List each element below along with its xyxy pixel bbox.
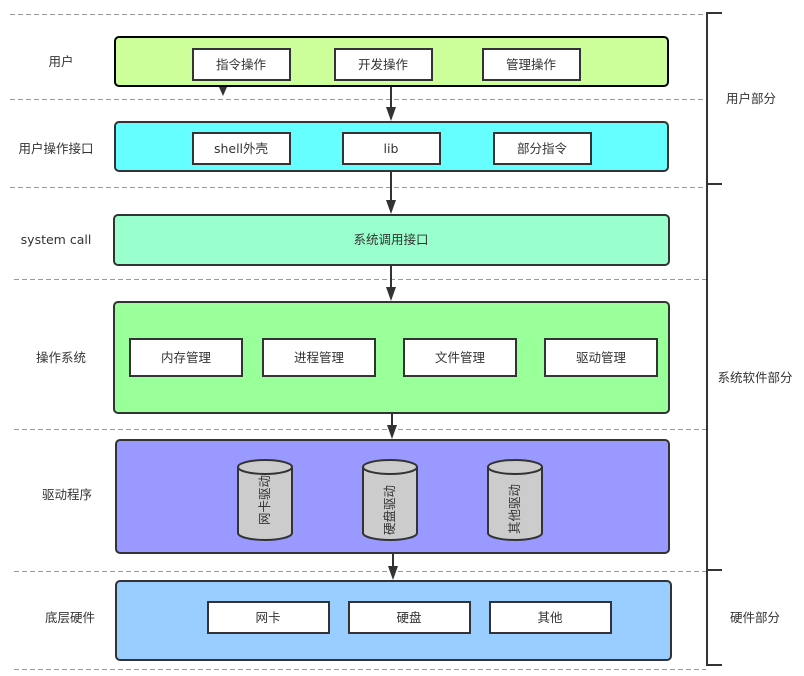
layer-label-hardware: 底层硬件 xyxy=(45,610,95,625)
layer-label-drivers: 驱动程序 xyxy=(42,487,92,502)
arrow-user-to-interface xyxy=(386,86,396,121)
node-label: 开发操作 xyxy=(358,57,409,72)
node-dev-ops[interactable]: 开发操作 xyxy=(334,48,433,81)
node-box xyxy=(262,338,376,377)
arrow-drivers-to-hardware xyxy=(388,553,398,580)
arrow-head xyxy=(388,566,398,580)
node-label: 硬盘驱动 xyxy=(382,485,397,535)
cylinder-top xyxy=(362,459,418,475)
node-box xyxy=(348,601,471,634)
cylinder-body xyxy=(487,467,543,541)
arrow-head xyxy=(387,425,397,439)
layer-panel xyxy=(113,301,670,414)
arrow-os-to-drivers xyxy=(387,413,397,439)
layer-hardware: 网卡 硬盘 其他 xyxy=(115,580,672,661)
node-box xyxy=(493,132,592,165)
layer-label-user-interface: 用户操作接口 xyxy=(18,141,93,156)
node-file-mgmt[interactable]: 文件管理 xyxy=(403,338,517,377)
node-partial-commands[interactable]: 部分指令 xyxy=(493,132,592,165)
group-label-hardware: 硬件部分 xyxy=(730,610,780,625)
node-label: 其他 xyxy=(537,610,563,625)
layer-user: 指令操作 开发操作 管理操作 xyxy=(114,36,669,87)
node-nic[interactable]: 网卡 xyxy=(207,601,330,634)
cylinder-top xyxy=(237,459,293,475)
node-label: 文件管理 xyxy=(435,350,486,365)
node-other-driver[interactable]: 其他驱动 xyxy=(487,459,543,541)
node-label: 网卡驱动 xyxy=(257,475,272,525)
layer-os: 内存管理 进程管理 文件管理 驱动管理 xyxy=(113,301,670,414)
node-other[interactable]: 其他 xyxy=(489,601,612,634)
layer-system-call[interactable]: 系统调用接口 xyxy=(113,214,670,266)
node-label: 指令操作 xyxy=(216,57,267,72)
arrows xyxy=(219,86,398,580)
node-admin-ops[interactable]: 管理操作 xyxy=(482,48,581,81)
node-label: 进程管理 xyxy=(294,350,345,365)
node-label: 管理操作 xyxy=(506,57,557,72)
node-label: 其他驱动 xyxy=(507,484,522,534)
layer-label-os: 操作系统 xyxy=(36,350,86,365)
node-label: 网卡 xyxy=(255,610,280,625)
node-label: 内存管理 xyxy=(161,350,212,365)
node-lib[interactable]: lib xyxy=(342,132,441,165)
arrow-syscall-to-os xyxy=(386,265,396,301)
group-label-system-software: 系统软件部分 xyxy=(717,370,792,385)
node-box xyxy=(334,48,433,81)
layer-label-user: 用户 xyxy=(48,54,73,69)
node-driver-mgmt[interactable]: 驱动管理 xyxy=(544,338,658,377)
layer-panel xyxy=(113,214,670,266)
node-disk[interactable]: 硬盘 xyxy=(348,601,471,634)
cylinder-body xyxy=(362,467,418,541)
arrow-head xyxy=(386,287,396,301)
group-bracket xyxy=(706,12,722,666)
arrow-head xyxy=(219,87,227,96)
node-box xyxy=(207,601,330,634)
arrow-interface-to-syscall xyxy=(386,171,396,214)
node-disk-driver[interactable]: 硬盘驱动 xyxy=(362,459,418,541)
layer-drivers: 网卡驱动 硬盘驱动 其他驱动 xyxy=(115,439,670,554)
node-box xyxy=(129,338,243,377)
cylinder-top xyxy=(487,459,543,475)
node-box xyxy=(544,338,658,377)
layer-separators xyxy=(10,14,706,670)
node-label: shell外壳 xyxy=(214,141,268,156)
cylinder-body xyxy=(237,467,293,541)
node-box xyxy=(489,601,612,634)
layer-title: 系统调用接口 xyxy=(353,232,428,247)
layer-user-interface: shell外壳 lib 部分指令 xyxy=(114,121,669,172)
node-shell[interactable]: shell外壳 xyxy=(192,132,291,165)
arrow-head xyxy=(386,200,396,214)
node-label: lib xyxy=(384,141,399,156)
node-memory-mgmt[interactable]: 内存管理 xyxy=(129,338,243,377)
node-box xyxy=(192,132,291,165)
node-nic-driver[interactable]: 网卡驱动 xyxy=(237,459,293,541)
node-box xyxy=(192,48,291,81)
layer-label-system-call: system call xyxy=(21,232,92,247)
node-box xyxy=(342,132,441,165)
group-label-user: 用户部分 xyxy=(726,91,776,106)
node-box xyxy=(482,48,581,81)
node-label: 驱动管理 xyxy=(576,350,627,365)
node-label: 硬盘 xyxy=(396,610,421,625)
node-box xyxy=(403,338,517,377)
node-command-ops[interactable]: 指令操作 xyxy=(192,48,291,81)
node-process-mgmt[interactable]: 进程管理 xyxy=(262,338,376,377)
node-label: 部分指令 xyxy=(517,141,568,156)
arrow-head xyxy=(386,107,396,121)
